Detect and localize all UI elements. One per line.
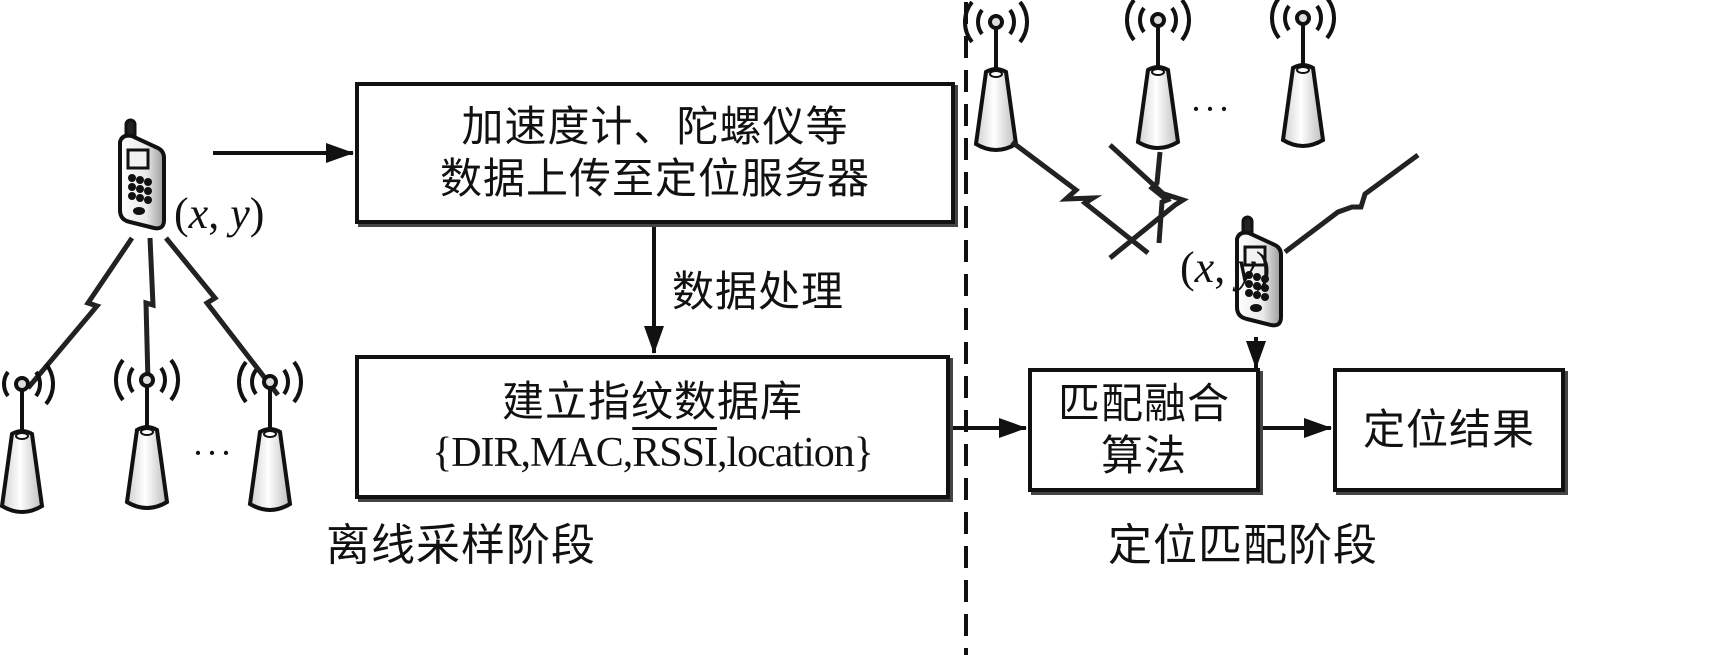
offline-access-point-1-icon <box>0 362 56 514</box>
result-box-text: 定位结果 <box>1362 405 1535 454</box>
database-fields-prefix: {DIR,MAC, <box>432 430 633 476</box>
data-processing-label: 数据处理 <box>672 267 845 316</box>
offline-wireless-link-3 <box>164 236 280 397</box>
coord-close-paren: ) <box>1255 243 1271 292</box>
offline-access-point-3-icon <box>236 360 304 512</box>
online-wireless-link-b <box>1148 151 1172 244</box>
offline-device-coordinate: (x, y) <box>174 188 264 239</box>
online-access-point-3-icon <box>1269 0 1337 148</box>
coord-x: x <box>1194 243 1215 292</box>
database-field-rssi-mean: RSSI <box>632 430 718 476</box>
online-ellipsis: ··· <box>1190 89 1232 129</box>
online-access-point-2-icon <box>1124 0 1192 150</box>
offline-wireless-link-1 <box>26 236 135 390</box>
match-box-line2: 算法 <box>1100 431 1187 480</box>
online-device-coordinate: (x, y) <box>1180 242 1270 293</box>
coord-sep: , <box>208 189 231 238</box>
match-box-line1: 匹配融合 <box>1057 379 1230 428</box>
offline-wireless-link-2 <box>143 237 156 383</box>
online-wireless-link-1 <box>1108 143 1189 260</box>
offline-access-point-2-icon <box>113 358 181 510</box>
offline-ellipsis: ··· <box>192 433 234 473</box>
coord-sep: , <box>1214 243 1237 292</box>
positioning-result-box: 定位结果 <box>1333 368 1565 492</box>
coord-y: y <box>230 189 250 238</box>
coord-close-paren: ) <box>249 189 265 238</box>
coord-y: y <box>1236 243 1256 292</box>
coord-open-paren: ( <box>174 189 189 238</box>
online-access-point-1-icon <box>962 0 1030 152</box>
coord-open-paren: ( <box>1180 243 1195 292</box>
online-wireless-link-a <box>1010 140 1150 255</box>
online-stage-label: 定位匹配阶段 <box>1108 520 1378 571</box>
online-wireless-link-c <box>1283 152 1420 254</box>
upload-box-line2: 数据上传至定位服务器 <box>439 154 870 203</box>
database-fields: {DIR,MAC,RSSI,location} <box>432 428 874 478</box>
offline-stage-label: 离线采样阶段 <box>326 520 596 571</box>
database-fields-suffix: ,location} <box>716 430 874 476</box>
upload-box-line1: 加速度计、陀螺仪等 <box>461 102 849 151</box>
upload-data-box: 加速度计、陀螺仪等 数据上传至定位服务器 <box>355 82 955 224</box>
database-box-title: 建立指纹数据库 <box>501 377 803 426</box>
offline-device-phone-icon <box>118 118 166 231</box>
fingerprint-database-box: 建立指纹数据库 {DIR,MAC,RSSI,location} <box>355 355 950 499</box>
matching-fusion-algorithm-box: 匹配融合 算法 <box>1028 368 1260 492</box>
coord-x: x <box>188 189 209 238</box>
